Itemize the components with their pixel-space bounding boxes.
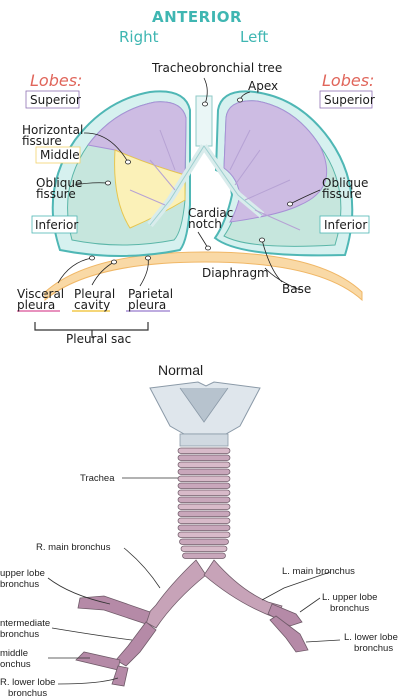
right-side-label: Right [119,28,159,46]
inferior-left-label: Inferior [35,219,78,231]
trachea-ring [178,518,230,524]
diaphragm-label: Diaphragm [202,267,269,279]
trachea-ring [180,539,229,545]
oblique-fissure-left-2: fissure [36,188,76,200]
trachea-ring [181,546,227,552]
r-upper-lobe-label-1: upper lobe [0,568,45,579]
parietal-pleura-label-2: pleura [128,299,166,311]
apex-label: Apex [248,80,278,92]
r-lower-lobe-label-2: bronchus [8,688,47,699]
left-side-label: Left [240,28,268,46]
right-middle-lobe-bronchus [76,652,120,670]
pleural-sac-label: Pleural sac [66,333,131,345]
lobes-heading-left: Lobes: [30,71,82,90]
trachea-ring [178,469,230,475]
r-lower-lobe-label-1: R. lower lobe [0,677,55,688]
anterior-title: ANTERIOR [152,8,242,26]
trachea-ring [178,455,230,461]
r-upper-lobe-label-2: bronchus [0,579,39,590]
trachea-ring [178,483,230,489]
inferior-right-label: Inferior [324,219,367,231]
visceral-pleura-label-2: pleura [17,299,55,311]
trachea-rings [178,448,230,559]
tracheobronchial-label: Tracheobronchial tree [152,62,282,74]
normal-title: Normal [158,362,203,378]
horizontal-fissure-label-2: fissure [22,135,62,147]
trachea-ring [178,504,230,510]
r-main-bronchus-label: R. main bronchus [36,542,110,553]
l-lower-lobe-label-1: L. lower lobe [344,632,398,643]
l-lower-lobe-label-2: bronchus [354,643,393,654]
intermediate-label-2: bronchus [0,629,39,640]
pleural-sac-bracket [35,322,148,330]
base-label: Base [282,283,311,295]
trachea-ring [178,497,230,503]
trachea-ring [178,462,230,468]
r-middle-lobe-label-1: middle [0,648,28,659]
trachea-ring [178,490,230,496]
trachea-ring [178,476,230,482]
superior-left-label: Superior [30,94,81,106]
l-main-bronchus-label: L. main bronchus [282,566,355,577]
cardiac-notch-label-2: notch [188,218,222,230]
trachea-ring [178,448,230,454]
trachea-ring [178,532,230,538]
intermediate-bronchus [116,622,156,666]
r-middle-lobe-label-2: onchus [0,659,31,670]
pleural-cavity-label-2: cavity [74,299,110,311]
oblique-fissure-right-2: fissure [322,188,362,200]
right-main-bronchus [142,560,206,628]
trachea-ring [178,511,230,517]
trachea-ring [178,525,230,531]
l-upper-lobe-label-2: bronchus [330,603,369,614]
middle-label: Middle [40,149,80,161]
trachea-ring [183,553,226,559]
right-upper-lobe-bronchus [78,596,150,624]
superior-right-label: Superior [324,94,375,106]
l-upper-lobe-label-1: L. upper lobe [322,592,377,603]
lobes-heading-right: Lobes: [322,71,374,90]
intermediate-label-1: ntermediate [0,618,50,629]
trachea-label: Trachea [80,473,115,484]
